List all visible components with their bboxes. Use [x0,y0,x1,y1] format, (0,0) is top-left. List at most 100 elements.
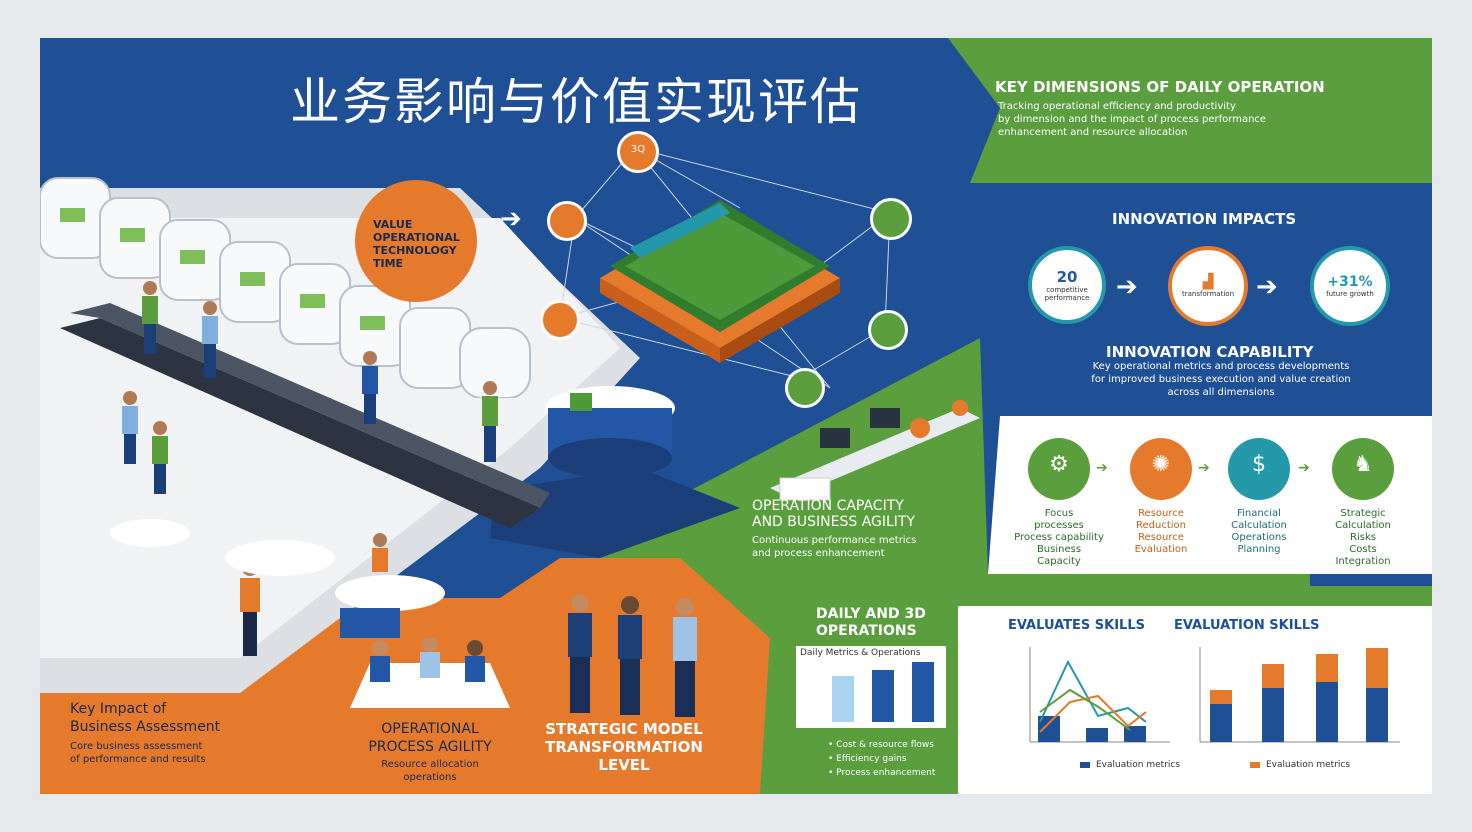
key-impact-heading: Key Impact of Business Assessment [70,700,220,736]
daily-ops-caption: Daily Metrics & Operations [800,648,921,658]
network-node-1-label: 3Q [630,144,646,155]
capability-label-4: Strategic Calculation Risks Costs Integr… [1318,508,1408,568]
capability-1-line-4: Business [1036,544,1082,555]
business-leaders [568,594,697,717]
capability-3-line-3: Operations [1231,532,1287,543]
right-bar-3-top [1316,654,1338,682]
value-circle: VALUE OPERATIONAL TECHNOLOGY TIME [355,180,477,302]
daily-bullet-3: • Process enhancement [828,768,936,778]
daily-bar-2 [872,670,894,722]
operation-capacity-body-1: Continuous performance metrics [752,535,917,546]
innovation-capability-line-1: Key operational metrics and process deve… [1092,361,1350,372]
finance-icon: $ [1252,452,1266,477]
strategic-line-3: LEVEL [598,756,650,774]
chart-up-icon: ▟ [1202,274,1214,290]
capability-3-line-4: Planning [1237,544,1281,555]
conveyor-belt [60,318,540,528]
key-impact-body: Core business assessment of performance … [70,740,206,766]
daily-bullet-1-text: Cost & resource flows [836,740,934,750]
strategy-icon: ♞ [1353,452,1373,477]
operation-capacity-body-2: and process enhancement [752,548,885,559]
chart-right [1199,647,1400,768]
operational-process-heading: OPERATIONAL PROCESS AGILITY [350,720,510,756]
capability-2-line-4: Evaluation [1134,544,1188,555]
capability-4-line-1: Strategic [1340,508,1386,519]
capability-3-line-2: Calculation [1231,520,1287,531]
operational-process-body-2: operations [403,772,457,783]
operation-capacity-body: Continuous performance metrics and proce… [752,534,916,560]
innovation-capability-line-2: for improved business execution and valu… [1091,374,1351,385]
daily-ops-chart-card: Daily Metrics & Operations [796,646,946,728]
key-impact-body-1: Core business assessment [70,741,203,752]
strategic-line-1: STRATEGIC MODEL [545,720,703,738]
impact-circle-2: ▟ transformation [1168,246,1248,326]
innovation-impacts-heading: INNOVATION IMPACTS [1112,210,1297,228]
capability-4-line-4: Costs [1349,544,1377,555]
left-bar-1 [1038,716,1060,742]
operation-capacity-heading: OPERATION CAPACITY AND BUSINESS AGILITY [752,498,915,530]
daily-bar-3 [912,662,934,722]
capability-1-line-3: Process capability [1014,532,1104,543]
operational-process-line-2: PROCESS AGILITY [368,739,492,755]
capability-circle-1: ⚙ [1028,438,1090,500]
left-line-1 [1039,659,1147,723]
value-circle-text: VALUE OPERATIONAL TECHNOLOGY TIME [373,218,460,270]
impact-3-value: +31% [1327,274,1373,290]
right-bar-4-top [1366,648,1388,688]
network-node-3 [870,198,912,240]
arrow-right-icon: ➔ [500,204,522,234]
innovation-capability-heading: INNOVATION CAPABILITY [1106,343,1314,361]
strategic-heading: STRATEGIC MODEL TRANSFORMATION LEVEL [534,720,714,774]
key-impact-line-2: Business Assessment [70,719,221,735]
network-node-1: 3Q [617,131,659,173]
daily-bullet-2: • Efficiency gains [828,754,907,764]
capability-label-1: Focus processes Process capability Busin… [1014,508,1104,568]
impact-2-label: transformation [1181,290,1234,298]
blue-platform [490,468,740,558]
innovation-capability-body: Key operational metrics and process deve… [1056,360,1386,399]
gears-icon: ⚙ [1049,452,1069,477]
capability-2-line-2: Reduction [1136,520,1186,531]
capability-4-line-3: Risks [1350,532,1376,543]
meeting-table [350,638,510,708]
right-bar-1-top [1210,690,1232,704]
daily-bar-1 [832,676,854,722]
key-dimensions-line-1: Tracking operational efficiency and prod… [998,101,1236,112]
operational-process-body-1: Resource allocation [381,759,479,770]
daily-ops-line-2: OPERATIONS [816,623,917,639]
capability-circle-2: ✺ [1130,438,1192,500]
key-dimensions-panel [948,38,1432,183]
key-dimensions-line-3: enhancement and resource allocation [998,127,1188,138]
right-bar-2-base [1262,688,1284,742]
capability-circle-3: $ [1228,438,1290,500]
green-platform [600,200,840,363]
capability-1-line-2: processes [1034,520,1084,531]
arrow-right-icon: ➔ [1298,460,1310,476]
key-impact-body-2: of performance and results [70,754,206,765]
chart-right-legend: Evaluation metrics [1266,760,1351,770]
daily-ops-line-1: DAILY AND 3D [816,606,926,622]
capability-4-line-2: Calculation [1335,520,1391,531]
chart-left-heading: EVALUATES SKILLS [1008,618,1145,633]
chart-left [1029,647,1170,768]
value-line-2: OPERATIONAL [373,231,460,244]
factory-modules [40,177,531,398]
key-dimensions-heading: KEY DIMENSIONS OF DAILY OPERATION [995,78,1325,96]
office-workstation [770,400,980,501]
network-node-5 [868,310,908,350]
daily-ops-bullets: • Cost & resource flows • Efficiency gai… [828,738,935,780]
right-bar-4-base [1366,688,1388,742]
infographic-poster: 业务影响与价值实现评估 VALUE OPERATIONAL TECHNOLOGY… [40,38,1432,794]
value-line-1: VALUE [373,218,413,231]
operational-process-line-1: OPERATIONAL [381,721,479,737]
operational-process-body: Resource allocation operations [350,758,510,784]
impact-1-value: 20 [1056,268,1078,286]
key-impact-line-1: Key Impact of [70,701,167,717]
arrow-right-icon: ➔ [1116,272,1138,302]
left-line-3 [1039,688,1131,731]
network-node-2 [547,201,587,241]
capability-circle-4: ♞ [1332,438,1394,500]
capability-1-line-5: Capacity [1037,556,1081,567]
capability-2-line-3: Resource [1138,532,1184,543]
impact-1-label: competitive performance [1044,286,1090,302]
